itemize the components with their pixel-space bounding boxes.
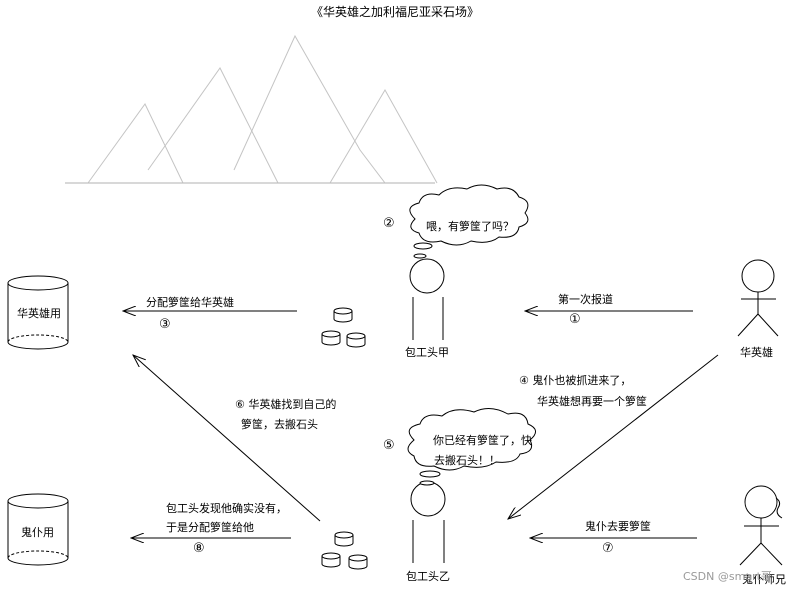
basket-group-top: [321, 307, 366, 348]
thought-bubble-bottom: [407, 408, 536, 486]
ghost-label: 鬼仆师兄: [742, 573, 786, 586]
arrow-step-4: [508, 354, 719, 519]
step-1-number: ①: [569, 312, 581, 327]
hero-label: 华英雄: [740, 346, 773, 359]
ghost-figure: [739, 485, 783, 566]
basket-group-bottom: [321, 531, 368, 570]
boss-a-figure: [409, 258, 445, 340]
storage-label-hero: 华英雄用: [17, 307, 61, 320]
mountains-sketch: [65, 34, 438, 184]
storage-label-ghost: 鬼仆用: [21, 526, 54, 539]
step-4-line1: ④ 鬼仆也被抓进来了，: [519, 374, 632, 387]
hero-figure: [737, 259, 779, 337]
arrows: [123, 311, 719, 538]
watermark: CSDN @smart哥: [683, 570, 772, 583]
step-1-label: 第一次报道: [558, 293, 613, 306]
step-8-line1: 包工头发现他确实没有，: [166, 502, 287, 515]
step-4-line2: 华英雄想再要一个箩筐: [537, 395, 647, 408]
step-3-number: ③: [159, 317, 171, 332]
step-8-line2: 于是分配箩筐给他: [166, 521, 254, 534]
storage-cylinder-bottom: [7, 493, 69, 566]
bubble-bottom-text-line1: 你已经有箩筐了，快: [433, 434, 532, 447]
boss-b-label: 包工头乙: [406, 570, 450, 583]
step-6-line1: ⑥ 华英雄找到自己的: [235, 398, 337, 411]
step-7-number: ⑦: [602, 541, 614, 556]
arrow-step-6: [133, 355, 321, 522]
boss-b-figure: [410, 481, 446, 563]
bubble-top-text: 喂，有箩筐了吗？: [426, 220, 514, 233]
step-2-number: ②: [383, 216, 395, 231]
storage-cylinder-top: [7, 275, 69, 350]
step-3-label: 分配箩筐给华英雄: [146, 296, 234, 309]
bubble-bottom-text-line2: 去搬石头！！: [434, 454, 500, 467]
step-6-line2: 箩筐，去搬石头: [241, 418, 318, 431]
diagram-title: 《华英雄之加利福尼亚采石场》: [311, 5, 480, 19]
thought-bubble-top: [409, 184, 529, 259]
boss-a-label: 包工头甲: [405, 346, 449, 359]
step-8-number: ⑧: [193, 541, 205, 556]
step-5-number: ⑤: [383, 438, 395, 453]
step-7-label: 鬼仆去要箩筐: [585, 520, 651, 533]
